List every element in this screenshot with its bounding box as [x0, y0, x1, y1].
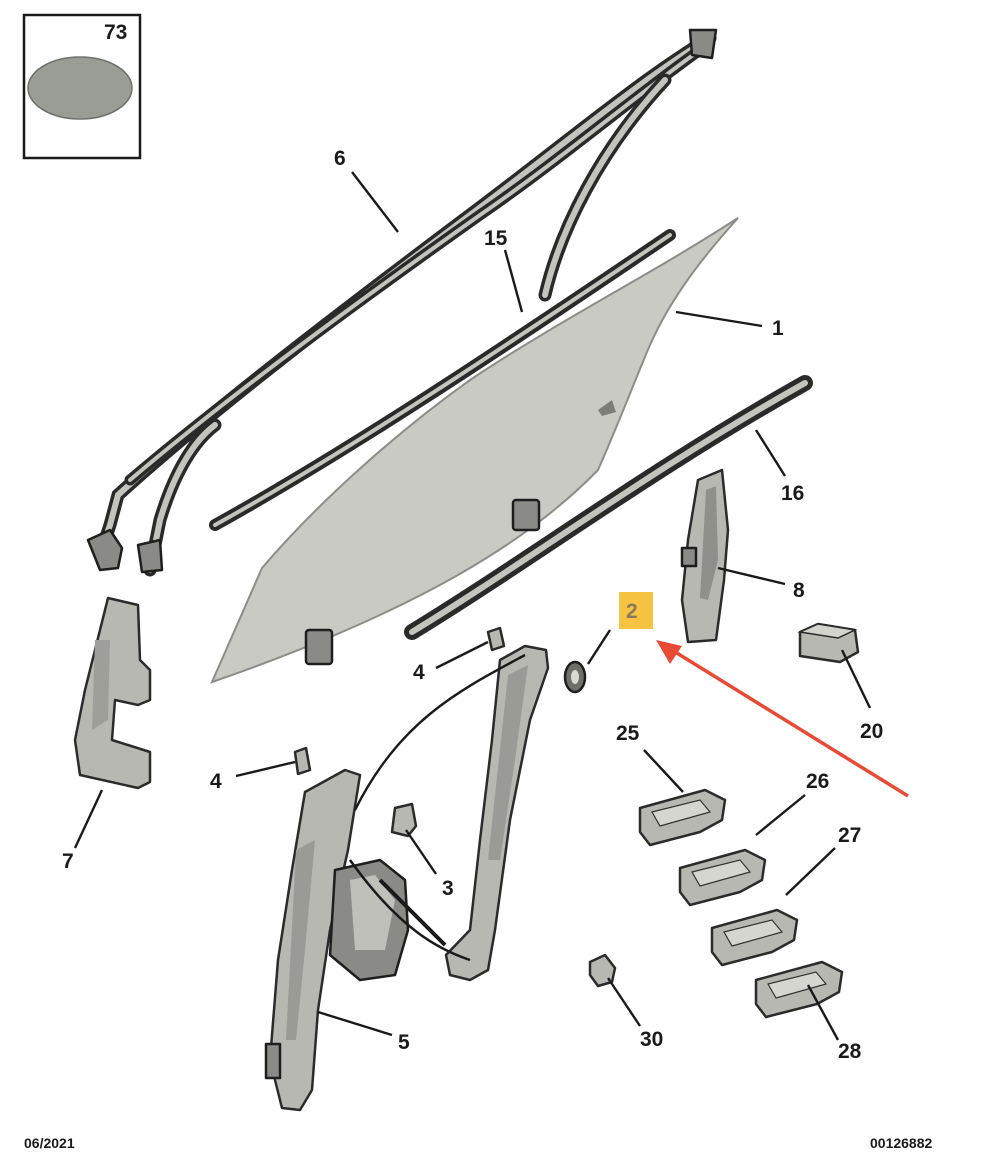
callout-labels: 73 6 15 1 16 8 2 20 4 4 7 3 25 26 27 28 …: [62, 21, 883, 1063]
callout-30: 30: [640, 1028, 663, 1051]
part-16-outer-belt-strip: [404, 375, 813, 640]
callout-25: 25: [616, 722, 640, 745]
part-15-inner-belt-strip: [209, 229, 676, 531]
part-4-clip-lower: [293, 746, 312, 776]
red-arrow-head: [656, 640, 682, 664]
highlight-callout-2: [619, 592, 909, 798]
part-26-switch-pack: [678, 848, 767, 907]
callout-16: 16: [781, 482, 804, 505]
part-1-window-glass: [210, 217, 739, 684]
callout-6: 6: [334, 147, 346, 170]
part-2-grommet: [563, 660, 587, 694]
callout-8: 8: [793, 579, 805, 602]
adhesive-pad-shape: [27, 56, 133, 120]
callout-3: 3: [442, 877, 454, 900]
callout-2: 2: [626, 600, 638, 623]
callout-4-upper: 4: [413, 661, 425, 684]
highlight-box: [619, 592, 653, 629]
part-27-switch-pack: [710, 908, 799, 967]
footer-reference: 00126882: [870, 1135, 933, 1151]
part-28-switch-pack: [754, 960, 844, 1019]
part-8-rear-guide: [680, 468, 730, 644]
callout-5: 5: [398, 1031, 410, 1054]
callout-4-lower: 4: [210, 770, 222, 793]
callout-26: 26: [806, 770, 829, 793]
callout-27: 27: [838, 824, 861, 847]
part-73-inset: [22, 13, 142, 160]
part-3-clip: [390, 802, 418, 838]
part-6-frame-seal: [86, 28, 718, 577]
part-4-clip-upper: [486, 626, 506, 652]
part-5-window-regulator: [264, 644, 550, 1112]
callout-28: 28: [838, 1040, 862, 1063]
red-arrow-shaft: [671, 648, 909, 798]
callout-20: 20: [860, 720, 883, 743]
footer: 06/2021 00126882: [24, 1135, 933, 1151]
part-20-control-module: [797, 622, 860, 664]
part-25-switch-pack: [638, 788, 727, 847]
callout-15: 15: [484, 227, 508, 250]
footer-date: 06/2021: [24, 1135, 75, 1151]
callout-73: 73: [104, 21, 127, 44]
leader-lines: [73, 171, 872, 1041]
part-7-front-bracket: [73, 596, 152, 790]
callout-7: 7: [62, 850, 74, 873]
callout-1: 1: [772, 317, 784, 340]
